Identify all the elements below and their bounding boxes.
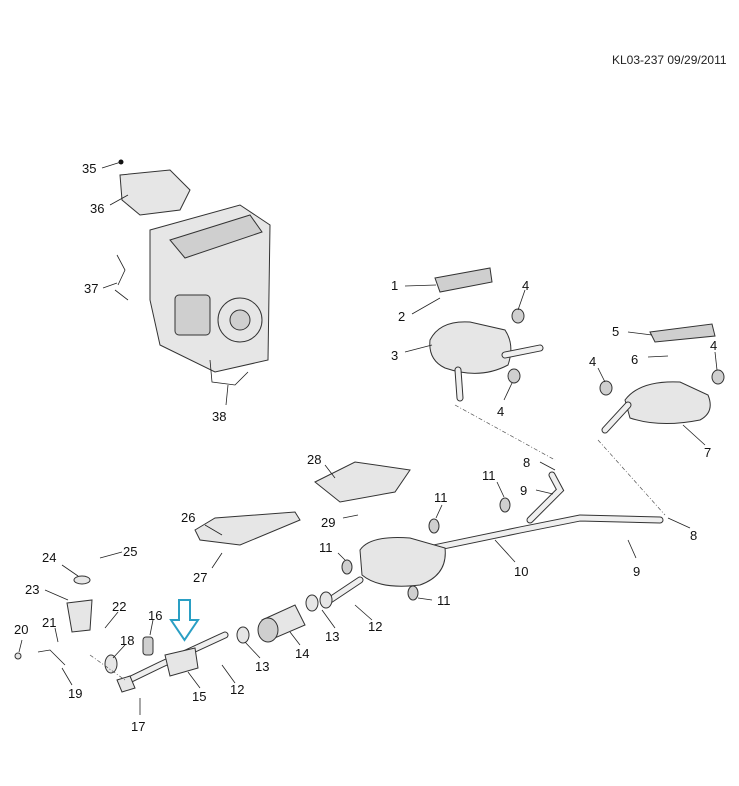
callout-4: 4 xyxy=(522,278,529,293)
callout-18: 18 xyxy=(120,633,134,648)
callout-11: 11 xyxy=(482,468,496,483)
callout-25: 25 xyxy=(123,544,137,559)
rear-muffler-right xyxy=(599,323,725,434)
callout-29: 29 xyxy=(321,515,335,530)
callout-13: 13 xyxy=(325,629,339,644)
callout-11: 11 xyxy=(434,490,448,505)
callout-7: 7 xyxy=(704,445,711,460)
callout-labels: 1 2 3 4 4 5 6 4 4 7 8 9 11 11 8 9 10 28 … xyxy=(14,161,717,734)
callout-19: 19 xyxy=(68,686,82,701)
callout-37: 37 xyxy=(84,281,98,296)
callout-12: 12 xyxy=(368,619,382,634)
callout-8: 8 xyxy=(523,455,530,470)
callout-11: 11 xyxy=(437,593,451,608)
document-id-date: KL03-237 09/29/2011 xyxy=(612,53,727,67)
part-15 xyxy=(164,647,199,677)
callout-14: 14 xyxy=(295,646,309,661)
callout-12: 12 xyxy=(230,682,244,697)
callout-5: 5 xyxy=(612,324,619,339)
callout-24: 24 xyxy=(42,550,56,565)
callout-11: 11 xyxy=(319,540,333,555)
exhaust-pipe-assembly xyxy=(14,461,664,693)
engine-assembly xyxy=(114,159,271,386)
callout-36: 36 xyxy=(90,201,104,216)
heat-shield-36 xyxy=(119,169,191,216)
callout-21: 21 xyxy=(42,615,56,630)
callout-28: 28 xyxy=(307,452,321,467)
highlight-arrow-icon xyxy=(169,599,200,642)
callout-22: 22 xyxy=(112,599,126,614)
callout-4: 4 xyxy=(589,354,596,369)
callout-9: 9 xyxy=(633,564,640,579)
callout-4: 4 xyxy=(497,404,504,419)
callout-26: 26 xyxy=(181,510,195,525)
callout-16: 16 xyxy=(148,608,162,623)
callout-13: 13 xyxy=(255,659,269,674)
callout-2: 2 xyxy=(398,309,405,324)
callout-3: 3 xyxy=(391,348,398,363)
callout-6: 6 xyxy=(631,352,638,367)
callout-23: 23 xyxy=(25,582,39,597)
callout-17: 17 xyxy=(131,719,145,734)
leader-lines xyxy=(18,161,718,715)
callout-8: 8 xyxy=(690,528,697,543)
callout-27: 27 xyxy=(193,570,207,585)
callout-20: 20 xyxy=(14,622,28,637)
callout-15: 15 xyxy=(192,689,206,704)
callout-10: 10 xyxy=(514,564,528,579)
callout-1: 1 xyxy=(391,278,398,293)
callout-38: 38 xyxy=(212,409,226,424)
callout-9: 9 xyxy=(520,483,527,498)
callout-4: 4 xyxy=(710,338,717,353)
rear-muffler-left xyxy=(429,267,544,402)
callout-35: 35 xyxy=(82,161,96,176)
